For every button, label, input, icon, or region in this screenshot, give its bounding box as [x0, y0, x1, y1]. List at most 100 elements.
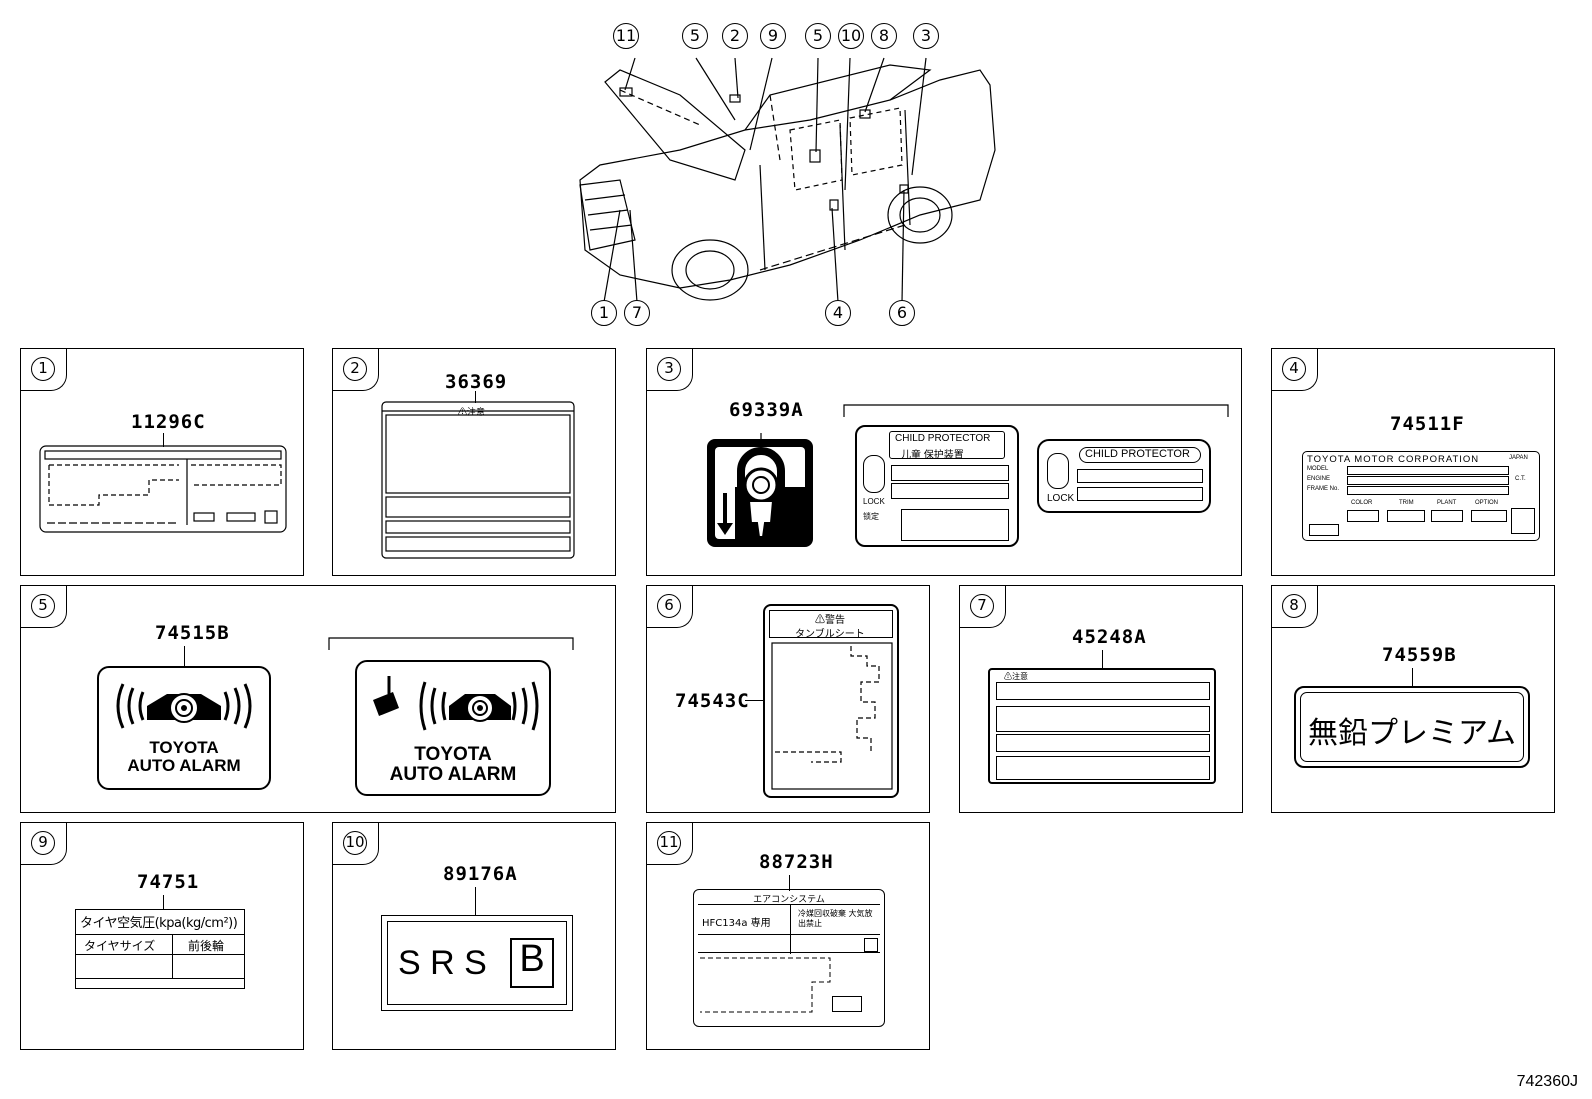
- frame-text: FRAME No.: [1307, 486, 1340, 492]
- label-a-row: [891, 483, 1009, 499]
- label-b-header: [1079, 447, 1201, 463]
- lock-switch-icon-b: [1047, 453, 1069, 489]
- premium-fuel-label: 無鉛プレミアム: [1294, 686, 1530, 768]
- leader-line: [475, 887, 476, 915]
- callout-11: 11: [613, 23, 639, 49]
- tumble-seat-label: ⚠警告 タンブルシート: [763, 604, 899, 798]
- panel-8: 8 74559B 無鉛プレミアム: [1271, 585, 1555, 813]
- engine-text: ENGINE: [1307, 476, 1331, 482]
- panel-number: 7: [970, 594, 994, 618]
- premium-fuel-inner: [1300, 692, 1524, 762]
- tire-line: [76, 954, 244, 955]
- child-protector-label-a: CHILD PROTECTOR 儿童 保护装置 LOCK 锁定: [855, 425, 1019, 547]
- vin-box: [1309, 524, 1339, 536]
- vehicle-illustration: [560, 40, 1020, 330]
- caution-header: ⚠注意: [1004, 672, 1028, 681]
- child-protector-label-b: CHILD PROTECTOR LOCK: [1037, 439, 1211, 513]
- leader-line: [184, 646, 185, 668]
- aircon-refrigerant: HFC134a 専用: [702, 918, 771, 929]
- variant-bracket: [843, 404, 1229, 417]
- vin-box: [1471, 510, 1507, 522]
- leader-line: [163, 433, 164, 447]
- label-b-row: [1077, 487, 1203, 501]
- panel-11: 11 88723H エアコンシステム HFC134a 専用 冷媒回収破棄 大気放…: [646, 822, 930, 1050]
- panel-number: 2: [343, 357, 367, 381]
- label-a-header: [889, 431, 1005, 459]
- caution-label: ⚠注意: [988, 668, 1216, 784]
- caution-row: [996, 682, 1210, 700]
- panel-1: 1 11296C: [20, 348, 304, 576]
- panel-6: 6 74543C ⚠警告 タンブルシート: [646, 585, 930, 813]
- caution-row: [996, 734, 1210, 752]
- callout-8: 8: [871, 23, 897, 49]
- leader-line: [475, 391, 476, 403]
- panel-tab: 7: [960, 586, 1006, 628]
- aircon-line: [698, 934, 880, 935]
- vin-box: [1511, 508, 1535, 534]
- tire-line: [76, 934, 244, 935]
- variant-bracket: [328, 637, 574, 650]
- panel-tab: 1: [21, 349, 67, 391]
- leader-line: [789, 875, 790, 891]
- alarm-line1: TOYOTA: [149, 738, 219, 757]
- panel-tab: 4: [1272, 349, 1318, 391]
- auto-alarm-sticker-a: TOYOTA AUTO ALARM: [97, 666, 271, 790]
- part-number: 89176A: [443, 863, 518, 885]
- part-number: 74511F: [1390, 413, 1465, 435]
- caution-row: [996, 706, 1210, 732]
- part-number: 74751: [137, 871, 200, 893]
- lock-text: LOCK: [863, 497, 885, 506]
- tumble-header-box: [769, 610, 893, 638]
- lock-text-b: LOCK: [1047, 493, 1075, 504]
- plant-text: PLANT: [1437, 500, 1457, 506]
- tumble-body-lines: [771, 642, 893, 790]
- tire-pressure-label: タイヤ空気圧(kpa(kg/cm²)) タイヤサイズ 前後輪: [75, 909, 245, 989]
- warning-header: ⚠注意: [458, 407, 486, 417]
- aircon-box: [864, 938, 878, 952]
- srs-text: S R S: [398, 944, 487, 982]
- tire-line: [76, 978, 244, 979]
- label-b-row: [1077, 469, 1203, 483]
- panel-7: 7 45248A ⚠注意: [959, 585, 1243, 813]
- panel-number: 11: [657, 831, 681, 855]
- panel-number: 1: [31, 357, 55, 381]
- tire-pressure-title: タイヤ空気圧(kpa(kg/cm²)): [80, 916, 238, 931]
- part-number: 45248A: [1072, 626, 1147, 648]
- vin-plate: TOYOTA MOTOR CORPORATION JAPAN MODEL ENG…: [1302, 451, 1540, 541]
- panel-tab: 8: [1272, 586, 1318, 628]
- leader-line: [745, 700, 763, 701]
- alarm-b-line2: AUTO ALARM: [389, 764, 517, 785]
- aircon-title: エアコンシステム: [753, 895, 825, 905]
- srs-inner: [387, 921, 567, 1005]
- panel-number: 8: [1282, 594, 1306, 618]
- label-a-title-jp: 儿童 保护装置: [901, 450, 964, 461]
- tire-line: [172, 934, 173, 978]
- callout-6: 6: [889, 300, 915, 326]
- aircon-line: [698, 952, 880, 953]
- maker-name: TOYOTA MOTOR CORPORATION: [1307, 454, 1480, 465]
- label-a-title: CHILD PROTECTOR: [895, 433, 991, 444]
- model-text: MODEL: [1307, 466, 1329, 472]
- callout-5b: 5: [805, 23, 831, 49]
- leader-line: [1412, 668, 1413, 686]
- panel-5: 5 74515B TOYOTA AUTO ALARM: [20, 585, 616, 813]
- part-number: 74515B: [155, 622, 230, 644]
- panel-tab: 2: [333, 349, 379, 391]
- panel-number: 3: [657, 357, 681, 381]
- part-number: 74543C: [675, 690, 750, 712]
- part-number: 36369: [445, 371, 508, 393]
- tire-front-rear: 前後輪: [188, 939, 225, 953]
- premium-fuel-text: 無鉛プレミアム: [1308, 716, 1516, 751]
- aircon-caution: 冷媒回収破棄 大気放出禁止: [798, 909, 873, 928]
- label-b-title: CHILD PROTECTOR: [1085, 448, 1190, 460]
- callout-3: 3: [913, 23, 939, 49]
- alarm-b-line1: TOYOTA: [414, 744, 492, 765]
- tire-size: タイヤサイズ: [84, 939, 156, 953]
- color-text: COLOR: [1351, 500, 1373, 506]
- aircon-box: [832, 996, 862, 1012]
- callout-5: 5: [682, 23, 708, 49]
- leader-line: [163, 895, 164, 909]
- aircon-label: エアコンシステム HFC134a 専用 冷媒回収破棄 大気放出禁止: [693, 889, 885, 1027]
- option-text: OPTION: [1475, 500, 1499, 506]
- vin-box: [1387, 510, 1425, 522]
